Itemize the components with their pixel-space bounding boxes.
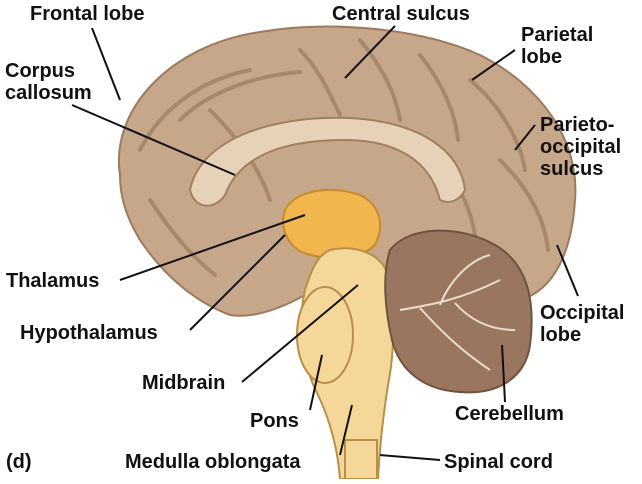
- leader-frontal-lobe: [92, 28, 120, 100]
- label-cerebellum: Cerebellum: [455, 403, 564, 425]
- label-medulla-oblongata: Medulla oblongata: [125, 451, 301, 473]
- panel-letter: (d): [6, 451, 32, 473]
- label-parieto-occipital-sulcus-line-2: occipital: [540, 136, 621, 158]
- label-occipital-lobe-line-2: lobe: [540, 324, 624, 346]
- leader-spinal-cord: [380, 455, 440, 460]
- label-thalamus: Thalamus: [6, 270, 99, 292]
- label-parietal-lobe: Parietal lobe: [521, 24, 593, 68]
- spinal-cord-region: [345, 440, 377, 479]
- leader-occipital-lobe: [557, 245, 578, 296]
- label-pons: Pons: [250, 410, 299, 432]
- label-midbrain: Midbrain: [142, 372, 225, 394]
- label-spinal-cord: Spinal cord: [444, 451, 553, 473]
- label-occipital-lobe-line-1: Occipital: [540, 302, 624, 324]
- label-hypothalamus: Hypothalamus: [20, 322, 158, 344]
- thalamus-region: [283, 190, 380, 258]
- label-corpus-callosum: Corpus callosum: [5, 60, 92, 104]
- label-parieto-occipital-sulcus-line-3: sulcus: [540, 158, 621, 180]
- label-corpus-callosum-line-1: Corpus: [5, 60, 92, 82]
- cerebellum-region: [385, 231, 531, 393]
- label-frontal-lobe: Frontal lobe: [30, 3, 144, 25]
- label-central-sulcus: Central sulcus: [332, 3, 470, 25]
- label-parieto-occipital-sulcus: Parieto- occipital sulcus: [540, 114, 621, 180]
- label-parietal-lobe-line-1: Parietal: [521, 24, 593, 46]
- label-parieto-occipital-sulcus-line-1: Parieto-: [540, 114, 621, 136]
- label-parietal-lobe-line-2: lobe: [521, 46, 593, 68]
- pons-region: [297, 287, 353, 383]
- label-corpus-callosum-line-2: callosum: [5, 82, 92, 104]
- label-occipital-lobe: Occipital lobe: [540, 302, 624, 346]
